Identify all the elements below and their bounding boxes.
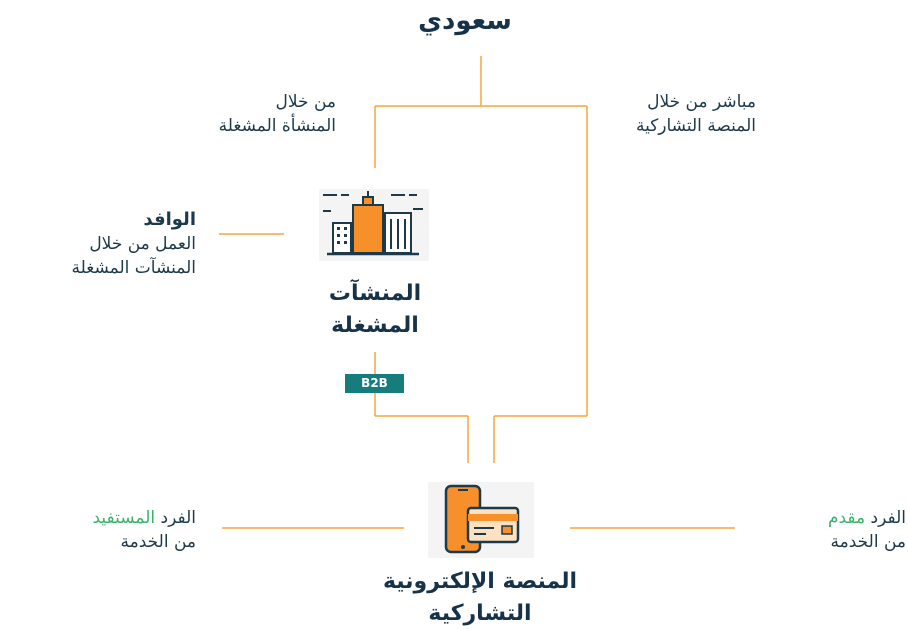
establishments-icon-box [319, 189, 429, 261]
expat-line1: العمل من خلال [89, 234, 196, 254]
branch-right-line2: المنصة التشاركية [635, 116, 756, 136]
branch-right-line1: مباشر من خلال [647, 92, 756, 112]
provider-word2: مقدم [827, 508, 866, 528]
b2b-badge: B2B [345, 374, 404, 393]
establishments-line1: المنشآت [328, 281, 422, 306]
provider-line1: الفرد مقدم [720, 506, 906, 530]
platform-title: المنصة الإلكترونية التشاركية [345, 566, 615, 630]
establishments-line2: المشغلة [331, 313, 419, 338]
branch-label-right: مباشر من خلال المنصة التشاركية [560, 90, 756, 138]
platform-line2: التشاركية [428, 601, 532, 626]
platform-icon-box [428, 482, 534, 558]
platform-line1: المنصة الإلكترونية [382, 569, 578, 594]
branch-left-line2: المنشأة المشغلة [218, 116, 336, 136]
expat-line2: المنشآت المشغلة [71, 258, 196, 278]
beneficiary-label: الفرد المستفيد من الخدمة [0, 506, 196, 554]
beneficiary-line2: من الخدمة [120, 532, 196, 552]
top-title: سعودي [418, 6, 512, 36]
provider-label: الفرد مقدم من الخدمة [720, 506, 906, 554]
branch-left-line1: من خلال [275, 92, 336, 112]
beneficiary-word1: الفرد [160, 508, 196, 528]
provider-word1: الفرد [870, 508, 906, 528]
mobile-card-icon [444, 484, 520, 554]
expat-title: الوافد [143, 209, 196, 230]
expat-label: الوافد العمل من خلال المنشآت المشغلة [0, 208, 196, 280]
establishments-title: المنشآت المشغلة [290, 278, 460, 342]
buildings-icon [323, 191, 423, 256]
branch-label-left: من خلال المنشأة المشغلة [170, 90, 336, 138]
beneficiary-line1: الفرد المستفيد [0, 506, 196, 530]
beneficiary-word2: المستفيد [92, 508, 156, 528]
provider-line2: من الخدمة [830, 532, 906, 552]
